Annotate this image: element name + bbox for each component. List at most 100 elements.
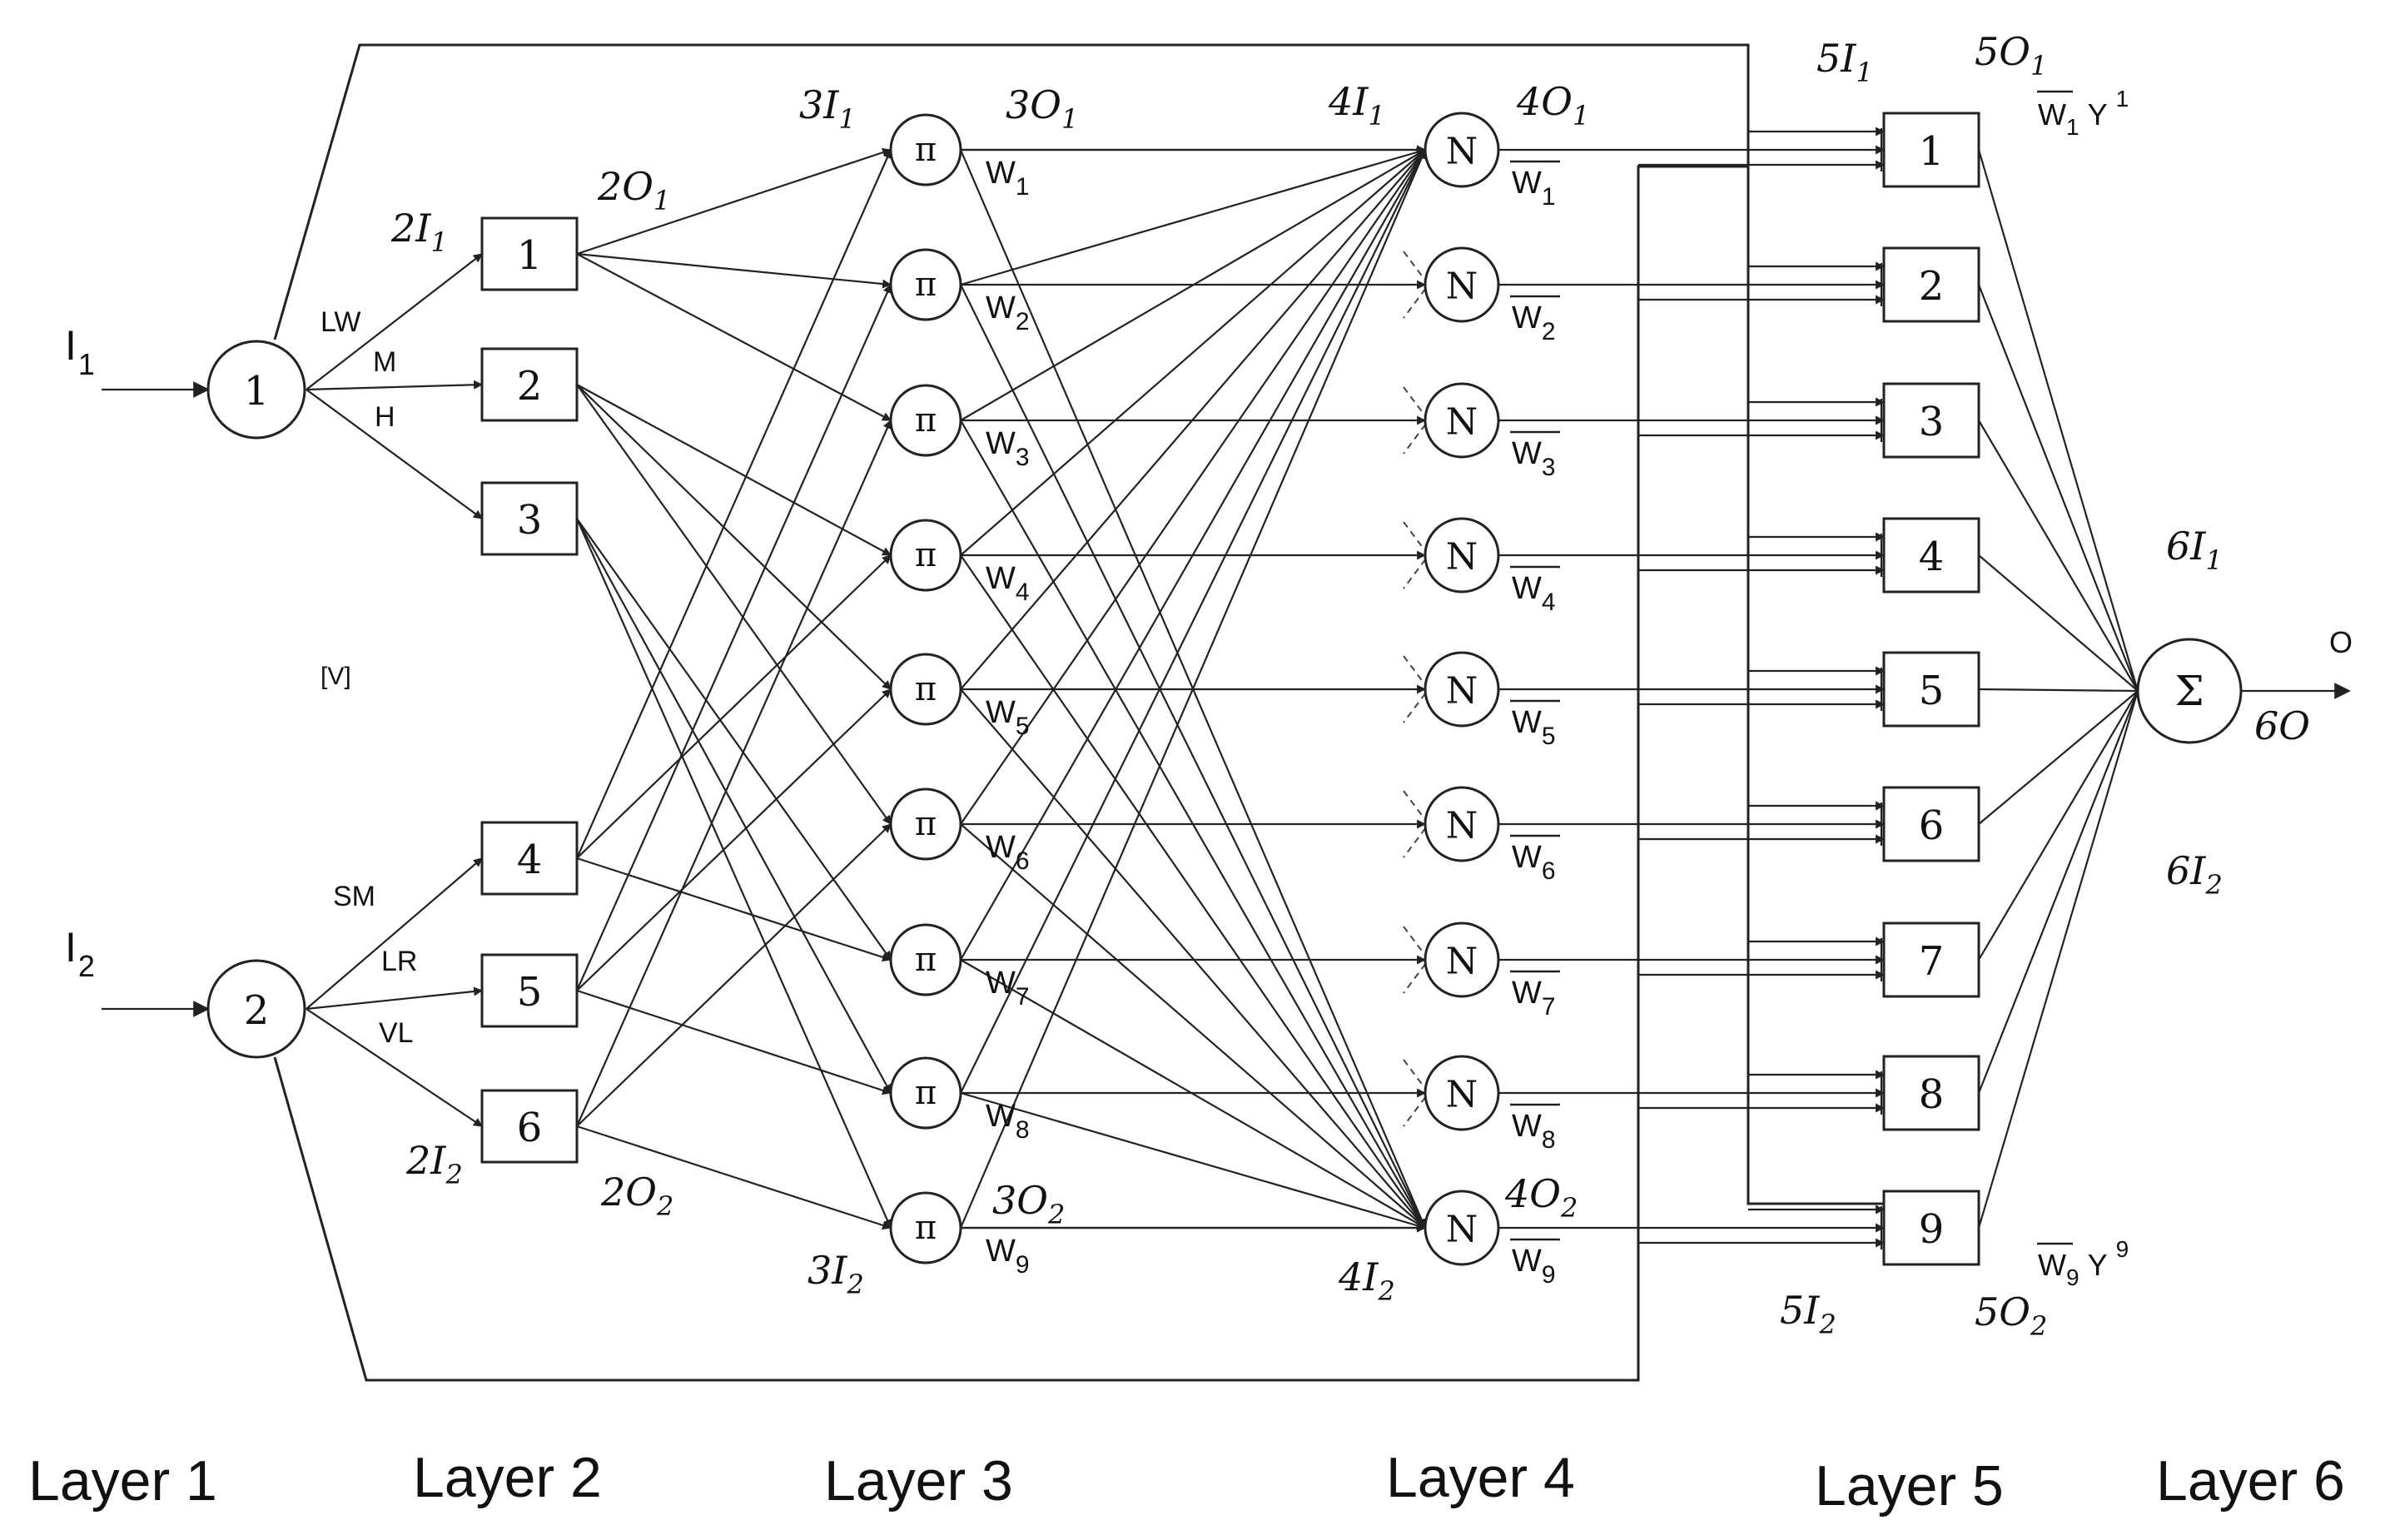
- layer5-node: [1882, 246, 1980, 323]
- layer2-node: [480, 347, 579, 422]
- layer5-node-label: 7: [1919, 938, 1945, 985]
- l3-l4-sum-wire: [960, 688, 1426, 1229]
- l5-l6-wire: [1978, 690, 2139, 825]
- layer4-node-symbol: N: [1446, 805, 1478, 847]
- layer6-sum-node: [2136, 638, 2243, 744]
- l3-l4-sum-wire: [960, 149, 1426, 421]
- signal-6i1: 6I1: [2166, 524, 2223, 576]
- layer4-weight-label: W4: [1512, 571, 1556, 616]
- layer2-node-label: 3: [517, 497, 543, 544]
- l3-l4-sum-wire: [960, 284, 1426, 1229]
- layer4-weight-label: W6: [1512, 840, 1556, 885]
- l2-l3-wire: [575, 283, 892, 991]
- frame-path-bottom: [273, 165, 1748, 1382]
- l2-l3-wire: [575, 419, 892, 1127]
- layer4-node-symbol: N: [1446, 131, 1478, 173]
- layer3-weight-label: W9: [986, 1234, 1030, 1279]
- layer-title-4: Layer 4: [1386, 1446, 1575, 1509]
- l1-l2-wire: [306, 986, 484, 1011]
- signal-3o2: 3O2: [992, 1178, 1065, 1230]
- layer4-weight-label: W7: [1512, 976, 1556, 1021]
- l3-l4-sum-wire: [960, 554, 1426, 1229]
- l1-l2-wire: [306, 389, 483, 519]
- mf-label-lw: LW: [320, 306, 360, 338]
- mf-label-sm: SM: [333, 881, 375, 912]
- layer5-node: [1882, 651, 1980, 728]
- signal-5o1: 5O1: [1975, 29, 2047, 82]
- l2-l3-wire: [576, 384, 892, 556]
- layer4-n-node: [1424, 651, 1500, 728]
- layer-title-2: Layer 2: [413, 1446, 602, 1509]
- layer3-pi-node: [889, 384, 962, 457]
- signal-3o1: 3O1: [1006, 82, 1078, 135]
- frame-path-top: [273, 43, 1930, 1205]
- l1-l2-wire: [306, 380, 484, 391]
- layer3-weight-label: W3: [986, 426, 1030, 471]
- layer2-node-label: 1: [517, 232, 543, 279]
- layer3-pi-node: [889, 923, 962, 996]
- layer5-node-label: 1: [1919, 128, 1945, 175]
- l2-l3-wire: [576, 252, 892, 289]
- l5-l6-wire: [1977, 690, 2139, 1229]
- signal-2i1: 2I1: [390, 206, 448, 258]
- layer5-node-label: 8: [1919, 1071, 1945, 1118]
- layer2-node: [480, 216, 579, 291]
- layer4-node-symbol: N: [1446, 941, 1478, 983]
- connection-wires: [102, 145, 2351, 1233]
- layer3-weight-label: W1: [986, 156, 1030, 201]
- l2-l3-wire: [575, 518, 892, 1230]
- mf-label-lr: LR: [381, 946, 417, 977]
- layer2-node-label: 6: [517, 1105, 543, 1151]
- layer4-node-symbol: N: [1446, 536, 1478, 579]
- layer4-weight-label: W2: [1512, 301, 1556, 345]
- l1-l2-wire: [306, 1008, 483, 1127]
- layer4-weight-label: W9: [1512, 1244, 1556, 1289]
- input-1-label: I1: [65, 322, 95, 381]
- signal-2i2: 2I2: [405, 1138, 463, 1190]
- layer5-node: [1882, 1055, 1980, 1131]
- layer3-node-symbol: π: [915, 941, 937, 979]
- l2-l3-wire: [576, 823, 892, 1127]
- layer3-node-symbol: π: [915, 536, 937, 574]
- layer2-node: [480, 481, 579, 556]
- signal-4i1: 4I1: [1328, 79, 1385, 132]
- l5-l6-wire: [1977, 284, 2139, 692]
- layer4-n-node: [1424, 112, 1500, 188]
- signal-3i2: 3I2: [807, 1248, 864, 1300]
- layer4-weight-label: W8: [1512, 1109, 1556, 1154]
- input-2-label: I2: [65, 924, 95, 983]
- layer4-n-node: [1424, 517, 1500, 594]
- layer2-node-label: 2: [517, 363, 543, 410]
- l2-l3-wire: [576, 518, 892, 961]
- layer1-node-label: 1: [244, 368, 270, 415]
- layer3-weight-label: W5: [986, 695, 1030, 740]
- l2-l3-wire: [576, 688, 892, 991]
- l5-l6-wire: [1978, 690, 2139, 961]
- layer-title-6: Layer 6: [2156, 1449, 2345, 1513]
- l3-l4-sum-wire: [960, 823, 1426, 1229]
- layer1-node: [206, 340, 306, 440]
- l5-l6-wire: [1978, 420, 2139, 692]
- signal-5i1: 5I1: [1816, 36, 1873, 88]
- layer4-n-node: [1424, 922, 1500, 998]
- layer2-node-label: 5: [517, 969, 543, 1016]
- layer3-node-symbol: π: [915, 1209, 937, 1247]
- mf-label-h: H: [375, 401, 395, 433]
- signal-5o2: 5O2: [1975, 1289, 2047, 1342]
- signal-6i2: 6I2: [2166, 848, 2223, 901]
- l5-l6-wire: [1978, 554, 2139, 692]
- layer5-node: [1882, 517, 1980, 594]
- layer3-weight-label: W4: [986, 561, 1030, 606]
- l2-l3-wire: [576, 384, 892, 825]
- layer3-pi-node: [889, 113, 962, 186]
- l2-l3-wire: [576, 1125, 892, 1230]
- layer-title-5: Layer 5: [1815, 1454, 2004, 1518]
- l1-l2-wire: [306, 857, 483, 1010]
- l3-l4-sum-wire: [960, 149, 1426, 690]
- layer2-node: [480, 821, 579, 896]
- layer2-node: [480, 953, 579, 1028]
- l5-l6-wire: [1977, 149, 2139, 692]
